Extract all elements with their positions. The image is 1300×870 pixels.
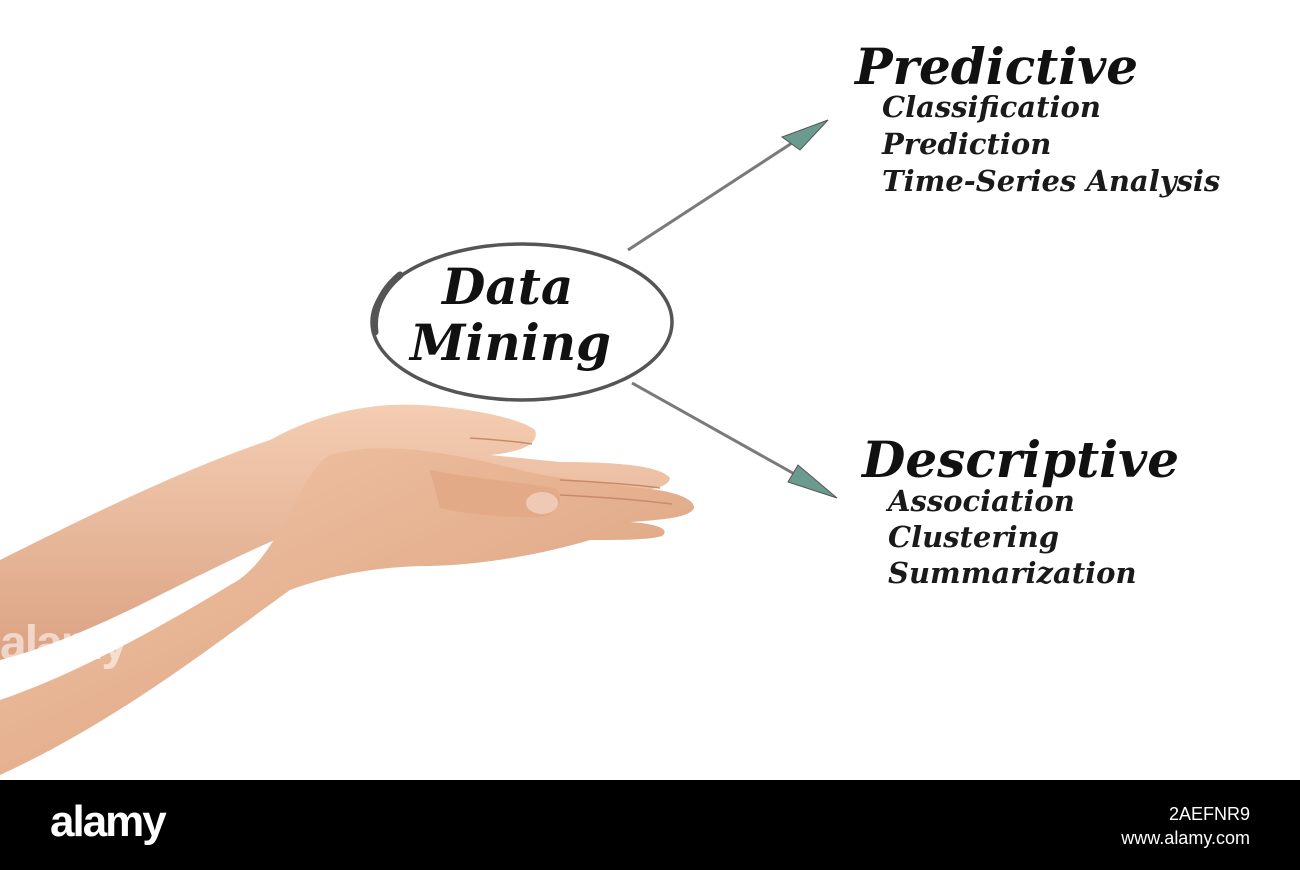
arrow-line-predictive — [627, 126, 816, 252]
diagram-graphics — [0, 119, 838, 775]
footer-site: www.alamy.com — [1121, 828, 1250, 849]
arrowhead-predictive — [780, 119, 829, 151]
center-label-line1: Data — [442, 257, 574, 316]
diagram-scene: Data Mining Predictive Classification Pr… — [0, 37, 1221, 775]
footer-info: 2AEFNR9 www.alamy.com — [1121, 802, 1250, 851]
watermark-text: alamy — [0, 617, 128, 670]
finger-crease — [469, 437, 533, 445]
branch-item: Summarization — [888, 556, 1137, 590]
branch-item: Clustering — [888, 520, 1060, 554]
branch-heading-predictive: Predictive — [855, 37, 1139, 96]
branch-item: Classification — [882, 90, 1101, 124]
footer-image-id: 2AEFNR9 — [1168, 804, 1250, 824]
finger-crease — [559, 479, 661, 489]
finger-crease — [559, 494, 673, 505]
footer-logo: alamy — [50, 797, 167, 846]
branch-item: Prediction — [882, 127, 1052, 161]
center-label-line2: Mining — [410, 313, 612, 372]
branch-item: Time-Series Analysis — [882, 164, 1221, 198]
branch-item: Association — [888, 484, 1075, 518]
ellipse-brush-stroke — [370, 271, 404, 336]
thumbnail — [526, 492, 558, 514]
front-hand — [0, 448, 695, 775]
footer-bar: alamy 2AEFNR9 www.alamy.com — [0, 780, 1300, 870]
branch-heading-descriptive: Descriptive — [862, 430, 1180, 489]
arrow-line-descriptive — [631, 381, 824, 492]
arrowhead-descriptive — [787, 464, 838, 499]
